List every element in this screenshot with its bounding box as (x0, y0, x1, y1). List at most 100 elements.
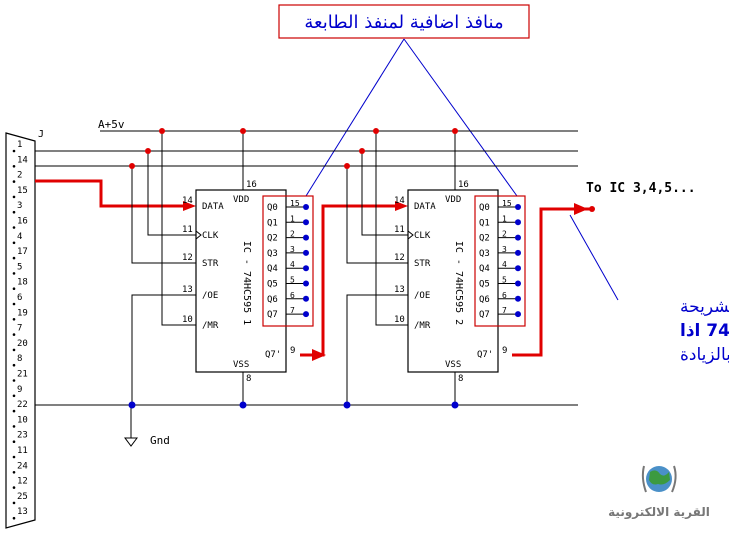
connector-pin (12, 409, 16, 413)
output-dot (303, 219, 309, 226)
output-dot (515, 280, 521, 287)
output-dot (515, 311, 521, 318)
connector-pin-label: 16 (17, 217, 28, 227)
connector-pin-label: 15 (17, 186, 28, 196)
connector-pin-label: 11 (17, 446, 28, 456)
connector-pin (12, 501, 16, 505)
connector-pin-label: 7 (17, 324, 22, 334)
junction-dots (128, 128, 459, 409)
output-dot (303, 234, 309, 241)
output-pin: 6 (290, 291, 295, 300)
vss-pin: 8 (458, 374, 463, 384)
ic-chip-1: 14DATA11CLK12STR13/OE10/MRVDD16VSS8Q7'9I… (182, 180, 314, 384)
connector-pin (12, 149, 16, 153)
output-pin: 2 (290, 230, 295, 239)
connector-pin (12, 241, 16, 245)
output-label: Q6 (267, 295, 278, 305)
vdd-pin: 16 (246, 180, 257, 190)
connector-pin-label: 21 (17, 370, 28, 380)
output-pin: 3 (290, 245, 295, 254)
callout-pointer-left (305, 38, 405, 197)
output-dot (303, 311, 309, 318)
connector-pin-label: 5 (17, 262, 22, 272)
pin-number: 14 (182, 196, 193, 206)
vdd-label: VDD (233, 195, 249, 205)
output-pin: 6 (502, 291, 507, 300)
output-pin: 7 (502, 306, 507, 315)
pin-number: 13 (394, 285, 405, 295)
connector-pin-label: 12 (17, 477, 28, 487)
ground-label: Gnd (150, 434, 170, 447)
pin-label: /OE (202, 291, 218, 301)
connector-pin (12, 333, 16, 336)
output-label: Q0 (479, 203, 490, 213)
output-dot (515, 204, 521, 210)
q7s-label: Q7' (477, 350, 493, 360)
connector-pin-label: 17 (17, 247, 28, 257)
connector-pin-label: 24 (17, 461, 28, 471)
output-label: Q4 (479, 264, 490, 274)
callout-pointer-right (403, 38, 518, 197)
callout-box (278, 4, 530, 39)
vss-label: VSS (233, 360, 249, 370)
logo: القرية الالكترونية (608, 465, 710, 520)
output-dot (303, 204, 309, 210)
connector-pin (12, 180, 16, 183)
note-line1: الى الشريحة (680, 297, 729, 317)
connector-pin (12, 318, 16, 321)
output-pin: 1 (502, 214, 507, 223)
pin-number: 11 (394, 225, 405, 235)
connector-pin (12, 256, 16, 260)
callout-text: منافذ اضافية لمنفذ الطابعة (304, 12, 503, 33)
q7s-pin: 9 (290, 346, 295, 356)
pin-number: 12 (182, 253, 193, 263)
output-dot (515, 249, 521, 256)
connector-pin-label: 6 (17, 293, 22, 303)
connector-pin (12, 226, 16, 229)
chip-body (195, 189, 287, 373)
connector-pin (12, 363, 16, 367)
connector-pin-label: 19 (17, 308, 28, 318)
pin-label: CLK (414, 231, 431, 241)
connector-pin (12, 195, 16, 199)
pin-label: /MR (202, 321, 219, 331)
connector-pin (12, 210, 16, 214)
output-frame (474, 195, 526, 327)
pin-number: 13 (182, 285, 193, 295)
output-dot (303, 295, 309, 302)
chip-title: IC - 74HC595 1 (241, 241, 252, 325)
node-out (589, 206, 595, 212)
pin-label: STR (202, 259, 219, 269)
connector-pin (12, 455, 16, 459)
connector-pin-label: 25 (17, 492, 28, 502)
connector-pin (12, 302, 16, 306)
output-label: Q1 (267, 218, 278, 228)
arrow-ic1 (183, 201, 196, 211)
ic-chip-2: 14DATA11CLK12STR13/OE10/MRVDD16VSS8Q7'9I… (394, 180, 526, 384)
output-pin: 1 (290, 214, 295, 223)
connector-pin-label: 22 (17, 400, 28, 410)
pin-label: CLK (202, 231, 219, 241)
output-dot (303, 249, 309, 256)
output-pin: 15 (290, 199, 300, 208)
arrow-ic3 (574, 203, 588, 215)
clock-mark (407, 230, 414, 240)
output-pin: 3 (502, 245, 507, 254)
output-dot (303, 265, 309, 272)
pin-number: 10 (394, 315, 405, 325)
connector-pin-label: 14 (17, 155, 28, 165)
output-frame (262, 195, 314, 327)
note-line2: 74hc595 اذا (680, 321, 729, 341)
pin-number: 11 (182, 225, 193, 235)
connector-pin-label: 23 (17, 431, 28, 441)
db25-connector: J 11421531641751861972082192210231124122… (5, 129, 44, 529)
to-ic-label: To IC 3,4,5... (586, 181, 696, 196)
output-dot (515, 295, 521, 302)
connector-pin-label: 13 (17, 507, 28, 517)
output-pin: 5 (290, 276, 295, 285)
output-label: Q3 (479, 249, 490, 259)
connector-pin (12, 394, 16, 398)
output-label: Q1 (479, 218, 490, 228)
output-label: Q2 (267, 234, 278, 244)
